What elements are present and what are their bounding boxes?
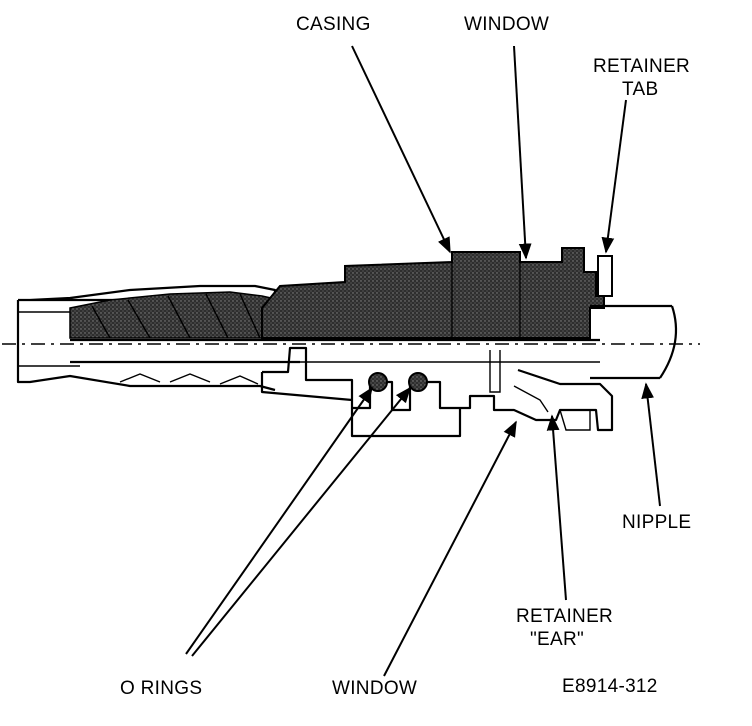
lower-housing xyxy=(262,346,614,432)
leader-o-ring-1 xyxy=(185,386,373,655)
label-nipple: NIPPLE xyxy=(622,512,691,533)
label-retainer-tab-line2: TAB xyxy=(622,79,658,100)
retainer-tab xyxy=(597,255,613,297)
leader-nipple xyxy=(641,382,661,507)
leader-window-top xyxy=(513,45,532,260)
figure-id: E8914-312 xyxy=(562,676,658,697)
label-retainer-tab-line1: RETAINER xyxy=(593,56,690,77)
hose-barb-insert xyxy=(69,291,281,339)
label-window-bottom: WINDOW xyxy=(332,678,417,699)
leader-retainer-tab xyxy=(601,99,627,254)
casing-body xyxy=(261,247,605,339)
leader-retainer-ear xyxy=(546,414,567,601)
center-tube xyxy=(70,338,600,364)
leader-o-ring-2 xyxy=(191,386,412,657)
label-o-rings: O RINGS xyxy=(120,678,202,699)
hose-assembly xyxy=(16,284,281,392)
leader-window-bottom xyxy=(383,420,517,677)
nipple-tube xyxy=(590,304,678,380)
label-window-top: WINDOW xyxy=(464,14,549,35)
label-retainer-ear-line1: RETAINER xyxy=(516,606,613,627)
casing-window-edge xyxy=(451,262,521,338)
label-casing: CASING xyxy=(296,14,371,35)
leader-casing xyxy=(351,45,451,254)
label-retainer-ear-line2: "EAR" xyxy=(530,629,584,650)
o-ring-2 xyxy=(408,372,428,392)
o-ring-1 xyxy=(368,372,388,392)
